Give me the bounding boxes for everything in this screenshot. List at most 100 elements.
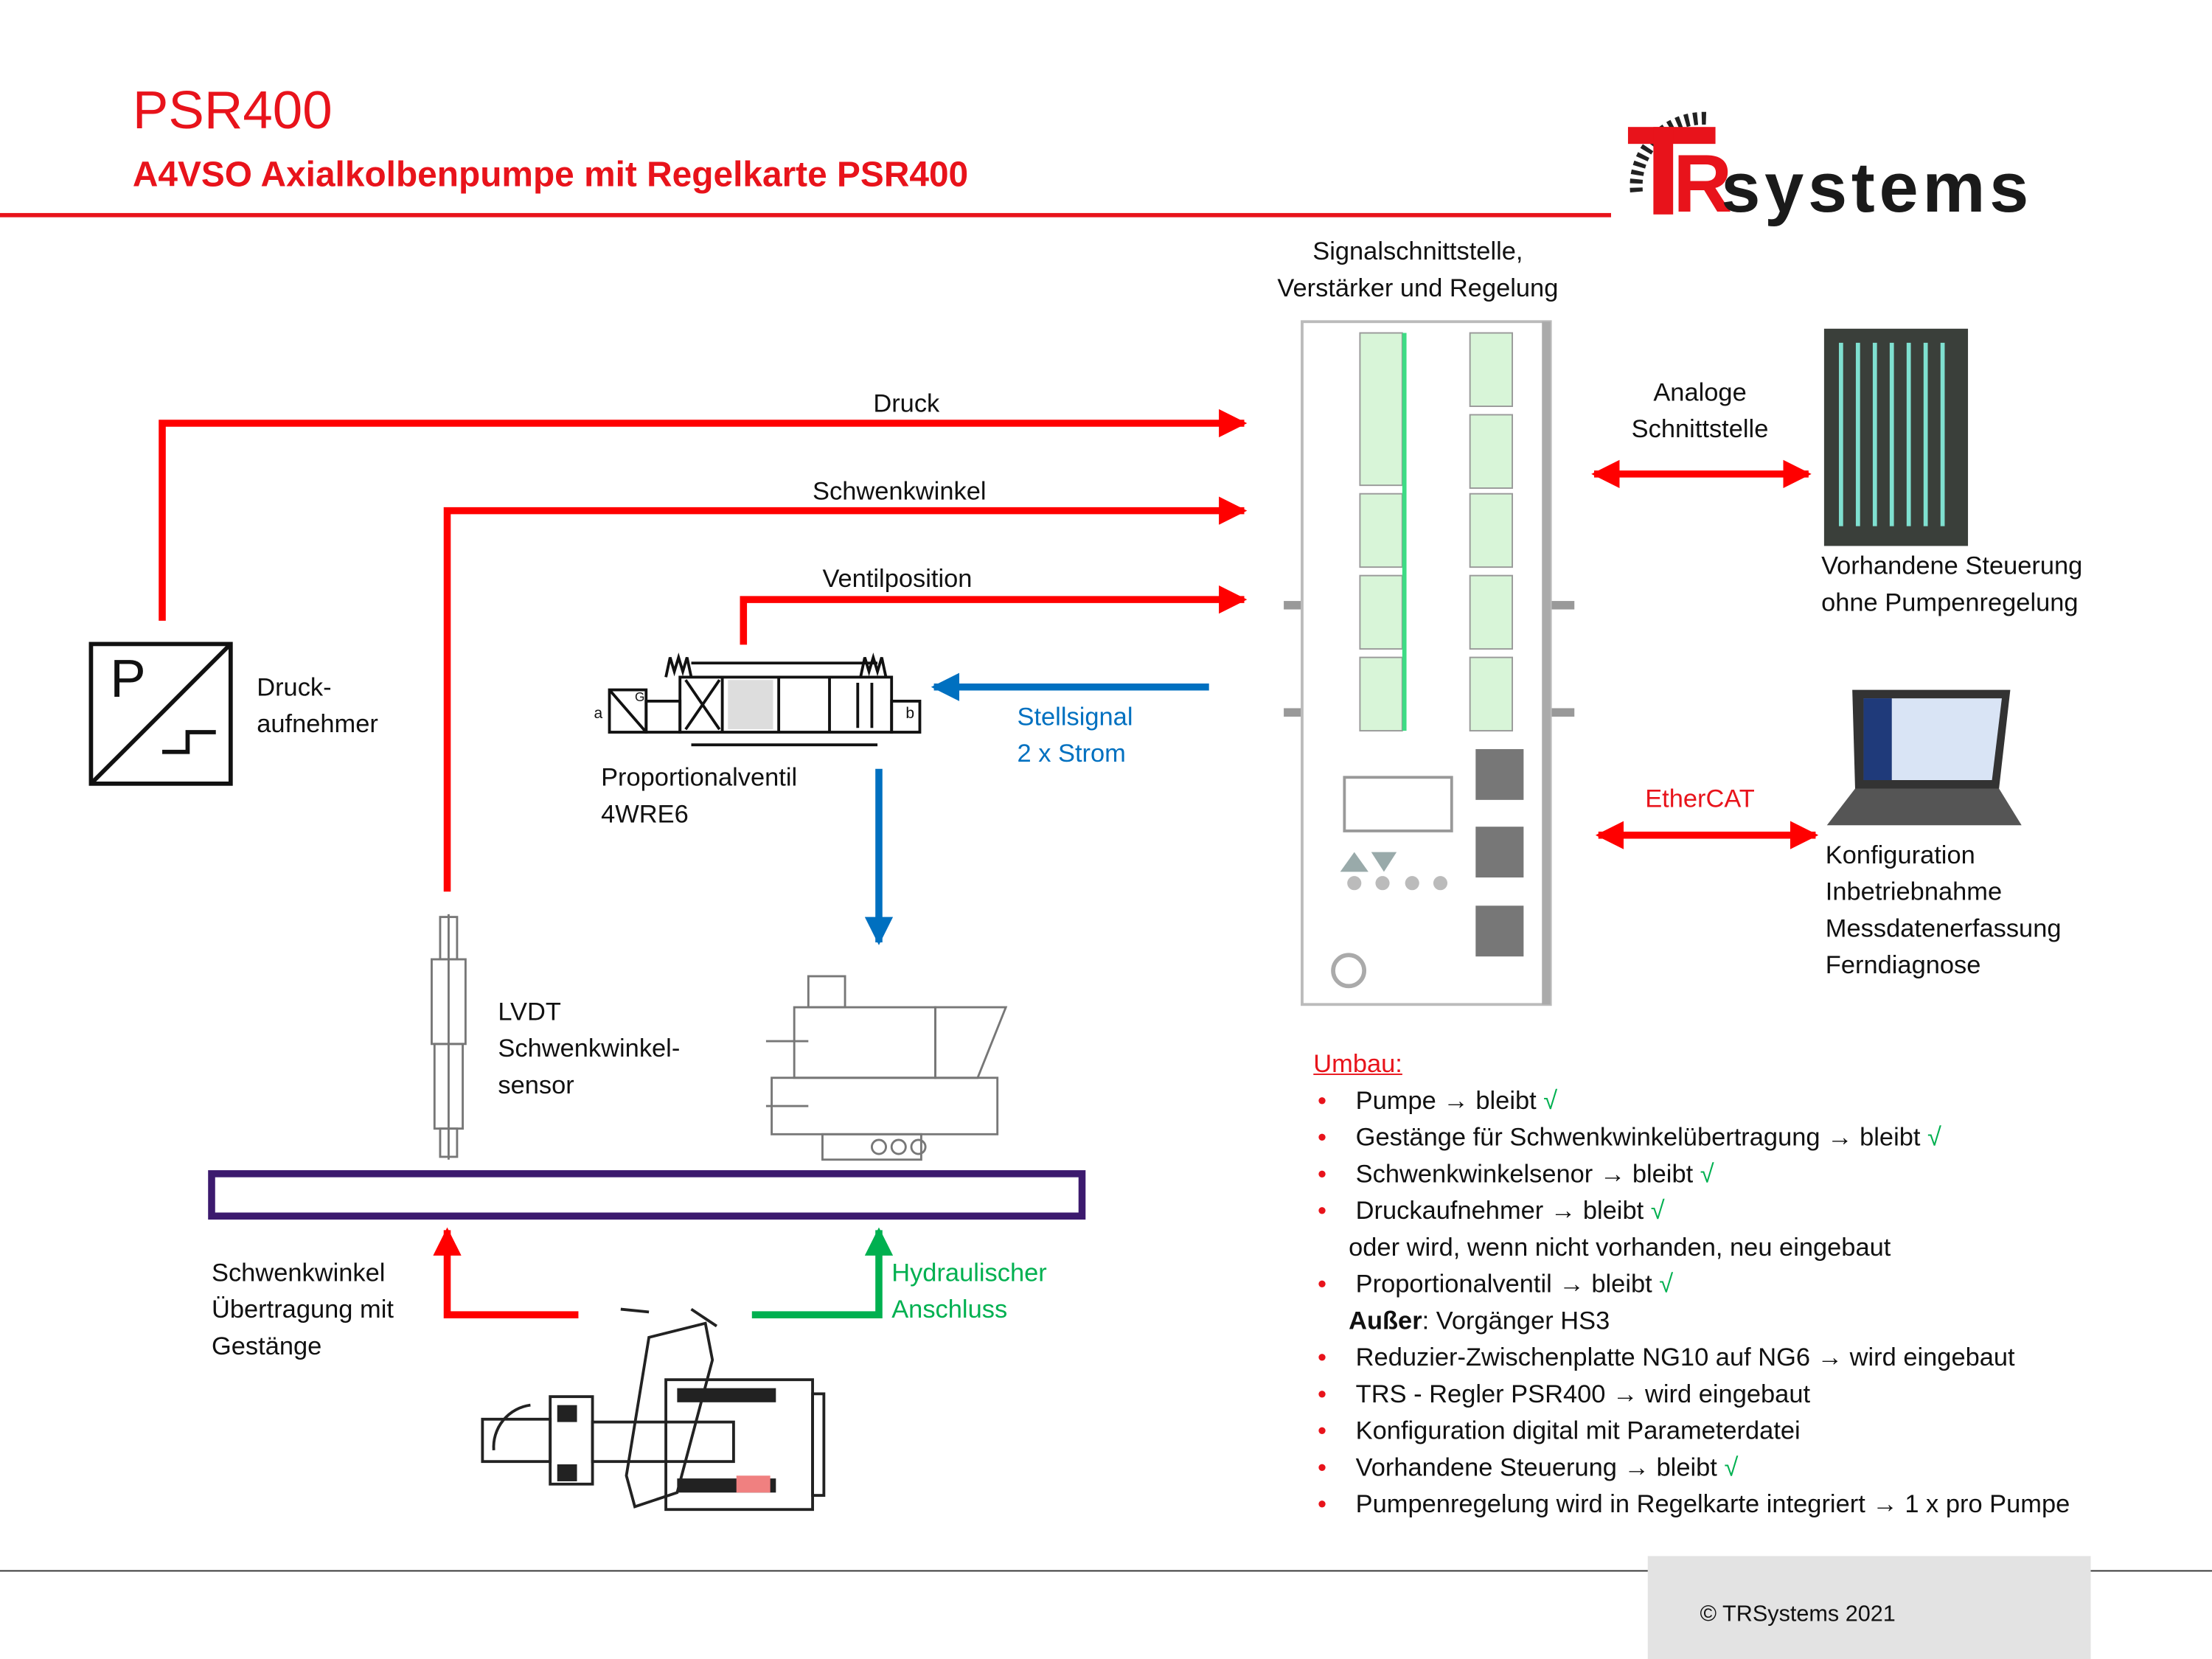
lvdt-sensor-image bbox=[423, 914, 474, 1160]
trsystems-logo: R systems bbox=[1622, 107, 2045, 234]
valve-g-label: G bbox=[634, 689, 645, 704]
bullet-icon: • bbox=[1318, 1453, 1327, 1481]
schwenkwinkel-signal-line bbox=[443, 496, 1248, 892]
page-title: PSR400 bbox=[132, 81, 333, 142]
svg-text:systems: systems bbox=[1721, 148, 2028, 227]
umbau-list-item: • Reduzier-Zwischenplatte NG10 auf NG6 → … bbox=[1318, 1339, 2070, 1376]
linkage-label-3: Gestänge bbox=[211, 1332, 322, 1360]
header-divider bbox=[0, 212, 1611, 218]
druck-label: Druck bbox=[873, 389, 940, 418]
bullet-icon: • bbox=[1318, 1196, 1327, 1225]
umbau-item-text: Schwenkwinkelsenor → bleibt bbox=[1355, 1159, 1694, 1188]
umbau-list-item: • Vorhandene Steuerung → bleibt√ bbox=[1318, 1449, 2070, 1486]
umbau-list-item: • TRS - Regler PSR400 → wird eingebaut bbox=[1318, 1375, 2070, 1412]
umbau-heading: Umbau: bbox=[1313, 1049, 1402, 1078]
note-text: : Vorgänger HS3 bbox=[1422, 1306, 1610, 1335]
analog-interface-label-1: Analoge bbox=[1653, 378, 1747, 407]
bullet-icon: • bbox=[1318, 1489, 1327, 1518]
valve-label-2: 4WRE6 bbox=[601, 799, 689, 829]
umbau-list-item: • Druckaufnehmer → bleibt√ bbox=[1318, 1192, 2070, 1229]
linkage-arrow bbox=[433, 1227, 579, 1318]
linkage-label-1: Schwenkwinkel bbox=[211, 1258, 386, 1287]
footer-box bbox=[1647, 1556, 2091, 1659]
laptop-label-2: Inbetriebnahme bbox=[1825, 877, 2003, 906]
ethercat-label: EtherCAT bbox=[1645, 784, 1755, 813]
umbau-list-item: • Pumpenregelung wird in Regelkarte integ… bbox=[1318, 1486, 2070, 1523]
plc-label-1: Vorhandene Steuerung bbox=[1821, 552, 2083, 580]
bullet-icon: • bbox=[1318, 1269, 1327, 1298]
valve-label-1: Proportionalventil bbox=[601, 763, 798, 792]
pressure-sensor-label-2: aufnehmer bbox=[257, 709, 378, 738]
bullet-icon: • bbox=[1318, 1416, 1327, 1445]
umbau-list-item: • Proportionalventil → bleibt√ bbox=[1318, 1265, 2070, 1302]
pressure-symbol-letter: P bbox=[110, 650, 146, 710]
checkmark-icon: √ bbox=[1543, 1086, 1558, 1115]
umbau-list-item: • Schwenkwinkelsenor → bleibt√ bbox=[1318, 1155, 2070, 1192]
footer-copyright: © TRSystems 2021 bbox=[1700, 1602, 1896, 1627]
umbau-list-item: • Konfiguration digital mit Parameterdate… bbox=[1318, 1412, 2070, 1449]
valve-block-image bbox=[765, 970, 1009, 1162]
valve-port-b: b bbox=[905, 705, 915, 723]
druck-signal-line bbox=[159, 408, 1248, 621]
pump-frame bbox=[208, 1170, 1086, 1220]
hydraulic-label-2: Anschluss bbox=[891, 1295, 1008, 1324]
umbau-item-text: Gestänge für Schwenkwinkelübertragung → … bbox=[1355, 1122, 1921, 1152]
checkmark-icon: √ bbox=[1927, 1122, 1941, 1152]
ventilposition-signal-line bbox=[740, 585, 1248, 645]
umbau-item-text: Druckaufnehmer → bleibt bbox=[1355, 1196, 1644, 1225]
checkmark-icon: √ bbox=[1724, 1453, 1739, 1481]
bullet-icon: • bbox=[1318, 1086, 1327, 1115]
bullet-icon: • bbox=[1318, 1343, 1327, 1371]
pressure-sensor-label-1: Druck- bbox=[257, 672, 332, 701]
umbau-note-druck: oder wird, wenn nicht vorhanden, neu ein… bbox=[1349, 1233, 1891, 1262]
lvdt-label-1: LVDT bbox=[498, 997, 561, 1026]
schwenkwinkel-label: Schwenkwinkel bbox=[813, 476, 987, 505]
umbau-item-text: Reduzier-Zwischenplatte NG10 auf NG6 → w… bbox=[1355, 1343, 2015, 1371]
axial-piston-pump-drawing bbox=[480, 1295, 830, 1514]
linkage-label-2: Übertragung mit bbox=[211, 1295, 394, 1324]
lvdt-label-2: Schwenkwinkel- bbox=[498, 1034, 681, 1062]
page-subtitle: A4VSO Axialkolbenpumpe mit Regelkarte PS… bbox=[132, 155, 969, 195]
umbau-note-ventil: Außer: Vorgänger HS3 bbox=[1349, 1302, 2070, 1339]
stellsignal-label: Stellsignal bbox=[1017, 702, 1133, 731]
checkmark-icon: √ bbox=[1700, 1159, 1714, 1188]
umbau-item-text: TRS - Regler PSR400 → wird eingebaut bbox=[1355, 1380, 1811, 1408]
logo-gear-icon: R systems bbox=[1627, 111, 2028, 229]
device-label-line2: Verstärker und Regelung bbox=[1277, 274, 1559, 302]
bullet-icon: • bbox=[1318, 1122, 1327, 1152]
plc-label-2: ohne Pumpenregelung bbox=[1821, 588, 2079, 617]
laptop-label-3: Messdatenerfassung bbox=[1825, 914, 2062, 943]
hydraulic-label-1: Hydraulischer bbox=[891, 1258, 1047, 1287]
checkmark-icon: √ bbox=[1650, 1196, 1665, 1225]
plc-cabinet-image bbox=[1823, 328, 1969, 546]
umbau-item-text: Pumpe → bleibt bbox=[1355, 1086, 1537, 1115]
bullet-icon: • bbox=[1318, 1380, 1327, 1408]
umbau-list: •Pumpe → bleibt√•Gestänge für Schwenkwin… bbox=[1318, 1082, 2070, 1523]
lvdt-label-3: sensor bbox=[498, 1071, 574, 1099]
bullet-icon: • bbox=[1318, 1159, 1327, 1188]
psr400-controller-device bbox=[1284, 319, 1575, 1007]
umbau-item-text: Proportionalventil → bleibt bbox=[1355, 1269, 1652, 1298]
umbau-list-item: • Gestänge für Schwenkwinkelübertragung →… bbox=[1318, 1119, 2070, 1155]
pressure-sensor-symbol: P bbox=[88, 641, 233, 786]
analog-interface-label-2: Schnittstelle bbox=[1631, 414, 1769, 443]
ventilposition-label: Ventilposition bbox=[822, 564, 973, 593]
valve-port-a: a bbox=[594, 705, 603, 723]
laptop-label-1: Konfiguration bbox=[1825, 841, 1975, 869]
device-label-line1: Signalschnittstelle, bbox=[1312, 237, 1523, 265]
umbau-item-text: Konfiguration digital mit Parameterdatei bbox=[1355, 1416, 1801, 1445]
umbau-item-text: Vorhandene Steuerung → bleibt bbox=[1355, 1453, 1717, 1481]
umbau-list-item: • Pumpe → bleibt√ bbox=[1318, 1082, 2070, 1119]
laptop-label-4: Ferndiagnose bbox=[1825, 950, 1981, 979]
laptop-image bbox=[1824, 684, 2025, 835]
svg-text:R: R bbox=[1673, 138, 1732, 229]
footer-divider bbox=[0, 1570, 2212, 1572]
proportional-valve-symbol: a b G bbox=[593, 652, 922, 747]
stellsignal-current-label: 2 x Strom bbox=[1017, 739, 1126, 768]
umbau-item-text: Pumpenregelung wird in Regelkarte integr… bbox=[1355, 1489, 2070, 1518]
checkmark-icon: √ bbox=[1659, 1269, 1674, 1298]
note-bold-text: Außer bbox=[1349, 1306, 1422, 1335]
hydraulic-arrow bbox=[751, 1227, 894, 1318]
